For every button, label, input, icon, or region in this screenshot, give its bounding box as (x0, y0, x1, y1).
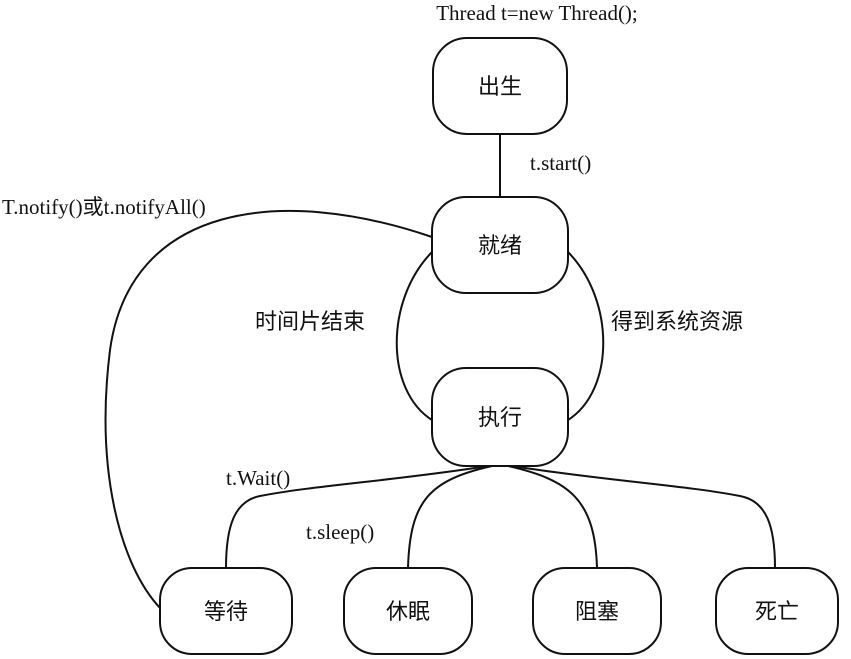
edge-running-waiting (225, 465, 489, 569)
edge-ready-running-right (567, 251, 605, 421)
edge-label-time-slice-end: 时间片结束 (255, 310, 365, 335)
node-running-label: 执行 (478, 406, 522, 431)
edge-label-start: t.start() (530, 151, 591, 175)
edge-label-got-resources: 得到系统资源 (611, 310, 743, 335)
node-running: 执行 (431, 367, 569, 467)
edge-label-notify: T.notify()或t.notifyAll() (2, 195, 206, 219)
node-dead-label: 死亡 (755, 600, 799, 625)
edge-running-dead (511, 465, 776, 569)
node-blocked: 阻塞 (532, 567, 662, 655)
edge-label-wait: t.Wait() (226, 466, 290, 490)
edge-running-blocked (507, 465, 598, 569)
top-caption: Thread t=new Thread(); (436, 1, 638, 25)
node-waiting: 等待 (159, 567, 293, 655)
edge-label-sleep: t.sleep() (306, 520, 374, 544)
node-birth: 出生 (432, 37, 568, 135)
node-sleeping-label: 休眠 (386, 600, 430, 625)
node-waiting-label: 等待 (204, 600, 248, 625)
node-birth-label: 出生 (478, 75, 522, 100)
edge-notify (104, 209, 433, 609)
node-blocked-label: 阻塞 (575, 600, 619, 625)
node-dead: 死亡 (715, 567, 839, 655)
edge-running-sleeping (407, 465, 493, 569)
node-ready-label: 就绪 (478, 234, 522, 259)
edge-ready-running-left (395, 251, 433, 421)
node-ready: 就绪 (431, 196, 569, 294)
node-sleeping: 休眠 (343, 567, 473, 655)
